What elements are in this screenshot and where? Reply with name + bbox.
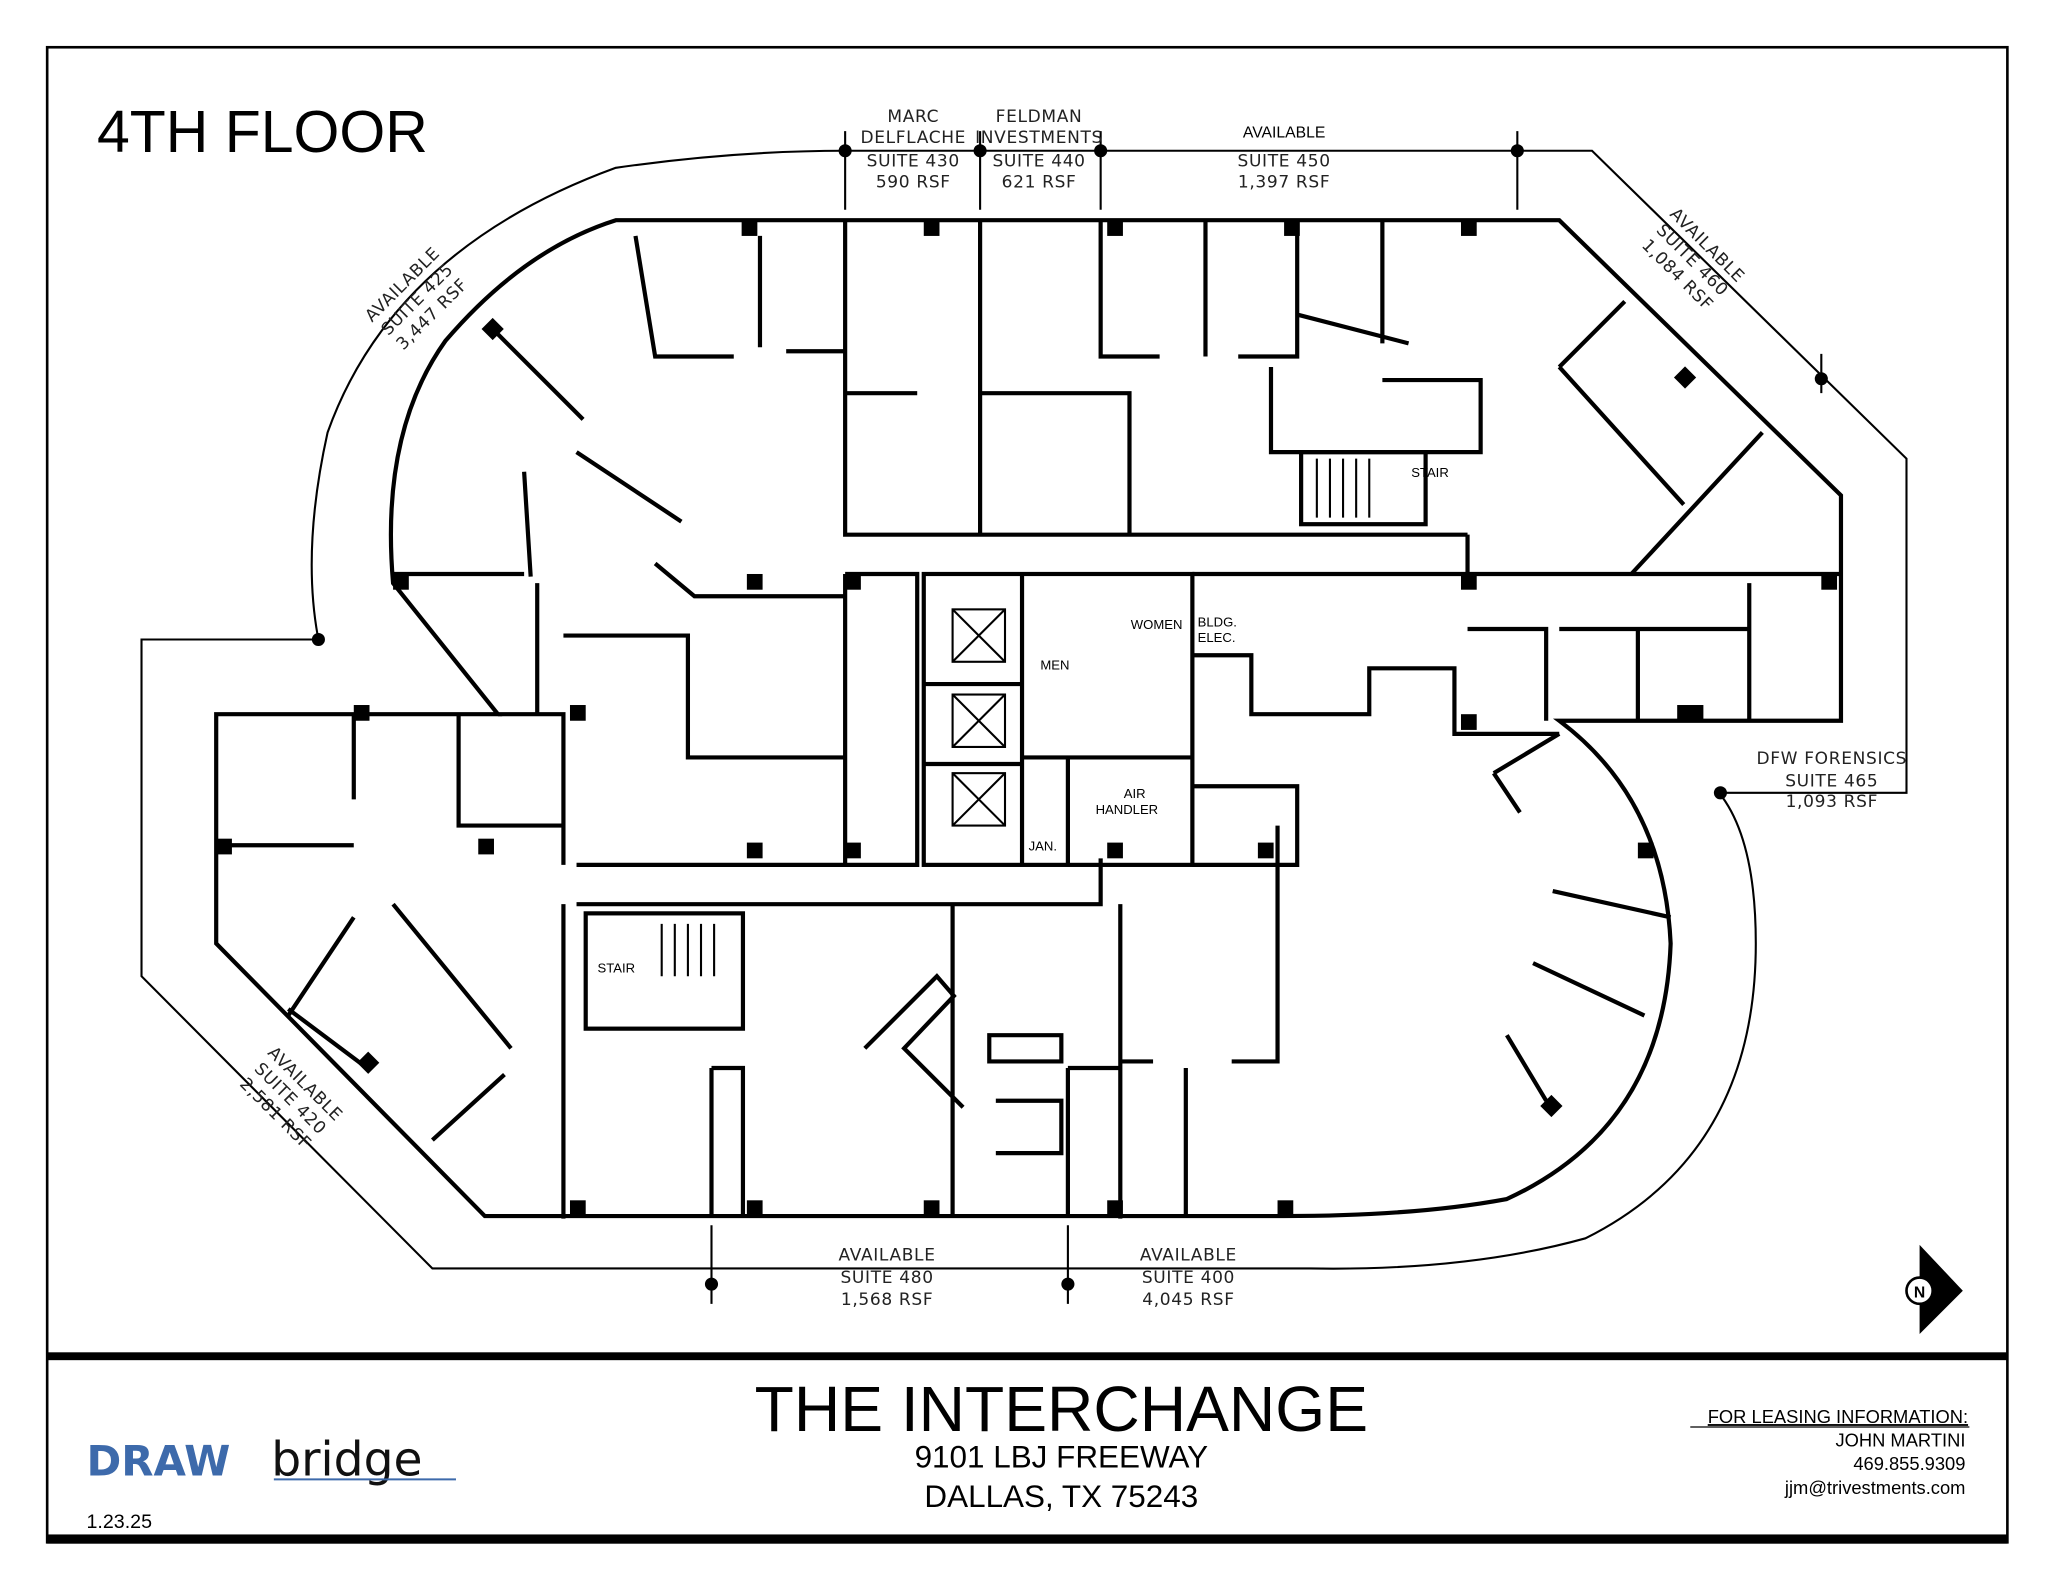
svg-text:DRAW: DRAW	[86, 1436, 230, 1485]
room-stair-east: STAIR	[1411, 465, 1449, 480]
room-men: MEN	[1040, 658, 1069, 673]
suite-430-label[interactable]: MARC DELFLACHE SUITE 430 590 RSF	[860, 107, 966, 193]
suite-440-label[interactable]: FELDMAN INVESTMENTS SUITE 440 621 RSF	[975, 107, 1103, 193]
svg-text:621 RSF: 621 RSF	[1002, 172, 1077, 192]
floor-title: 4TH FLOOR	[97, 100, 428, 165]
svg-text:1,568 RSF: 1,568 RSF	[841, 1290, 933, 1310]
suite-425-label[interactable]: AVAILABLE SUITE 425 3,447 RSF	[361, 244, 473, 356]
svg-text:1,397 RSF: 1,397 RSF	[1238, 172, 1330, 192]
svg-text:AVAILABLE: AVAILABLE	[839, 1246, 936, 1266]
svg-text:INVESTMENTS: INVESTMENTS	[975, 128, 1103, 148]
north-arrow-icon: N	[1905, 1244, 1963, 1334]
svg-text:N: N	[1914, 1284, 1925, 1301]
building-name: THE INTERCHANGE	[755, 1373, 1368, 1445]
svg-text:MARC: MARC	[887, 107, 939, 127]
svg-text:bridge: bridge	[271, 1432, 422, 1487]
leasing-heading: FOR LEASING INFORMATION:	[1708, 1406, 1968, 1427]
address-line-2: DALLAS, TX 75243	[924, 1479, 1198, 1514]
leasing-contact: FOR LEASING INFORMATION: JOHN MARTINI 46…	[1690, 1406, 1970, 1498]
title-block: THE INTERCHANGE 9101 LBJ FREEWAY DALLAS,…	[86, 1373, 1970, 1533]
svg-text:ELEC.: ELEC.	[1198, 630, 1236, 645]
svg-text:SUITE 430: SUITE 430	[867, 151, 960, 171]
contact-name: JOHN MARTINI	[1835, 1430, 1965, 1451]
suite-450-label[interactable]: AVAILABLE SUITE 450 1,397 RSF	[1237, 125, 1330, 193]
svg-text:SUITE 480: SUITE 480	[840, 1268, 933, 1288]
svg-text:SUITE 465: SUITE 465	[1785, 771, 1878, 791]
svg-text:DFW FORENSICS: DFW FORENSICS	[1756, 749, 1907, 769]
svg-text:AVAILABLE: AVAILABLE	[1243, 125, 1325, 142]
room-bldg-elec: BLDG.	[1198, 614, 1237, 629]
title-block-divider	[47, 1352, 2008, 1361]
structural-columns	[216, 220, 1838, 1217]
outer-perimeter-ring	[140, 131, 1908, 1304]
room-janitor: JAN.	[1029, 838, 1057, 853]
svg-text:SUITE 400: SUITE 400	[1142, 1268, 1235, 1288]
svg-text:DELFLACHE: DELFLACHE	[860, 128, 966, 148]
suite-460-label[interactable]: AVAILABLE SUITE 460 1,084 RSF	[1636, 204, 1748, 316]
svg-text:FELDMAN: FELDMAN	[996, 107, 1083, 127]
suite-labels: MARC DELFLACHE SUITE 430 590 RSF FELDMAN…	[235, 107, 1907, 1311]
room-labels: MEN WOMEN BLDG. ELEC. AIR HANDLER JAN. S…	[597, 465, 1448, 975]
drawbridge-logo: DRAW bridge	[86, 1432, 456, 1487]
sheet-bottom-bar	[47, 1534, 2008, 1544]
svg-text:HANDLER: HANDLER	[1096, 802, 1159, 817]
contact-phone[interactable]: 469.855.9309	[1853, 1453, 1965, 1474]
svg-text:1,093 RSF: 1,093 RSF	[1786, 792, 1878, 812]
svg-text:SUITE 440: SUITE 440	[992, 151, 1085, 171]
svg-text:AVAILABLE: AVAILABLE	[1140, 1246, 1237, 1266]
address-line-1: 9101 LBJ FREEWAY	[915, 1440, 1209, 1475]
room-air-handler: AIR	[1124, 786, 1146, 801]
revision-date: 1.23.25	[86, 1511, 152, 1533]
suite-465-label[interactable]: DFW FORENSICS SUITE 465 1,093 RSF	[1756, 749, 1907, 812]
room-stair-west: STAIR	[597, 960, 635, 975]
elevators	[951, 608, 1007, 827]
suite-400-label[interactable]: AVAILABLE SUITE 400 4,045 RSF	[1140, 1246, 1237, 1311]
contact-email[interactable]: jjm@trivestments.com	[1784, 1477, 1966, 1498]
svg-text:4,045 RSF: 4,045 RSF	[1142, 1290, 1234, 1310]
svg-text:SUITE 450: SUITE 450	[1237, 151, 1330, 171]
room-women: WOMEN	[1131, 617, 1183, 632]
svg-text:590 RSF: 590 RSF	[876, 172, 951, 192]
suite-480-label[interactable]: AVAILABLE SUITE 480 1,568 RSF	[839, 1246, 936, 1311]
building-walls	[214, 218, 1844, 1219]
